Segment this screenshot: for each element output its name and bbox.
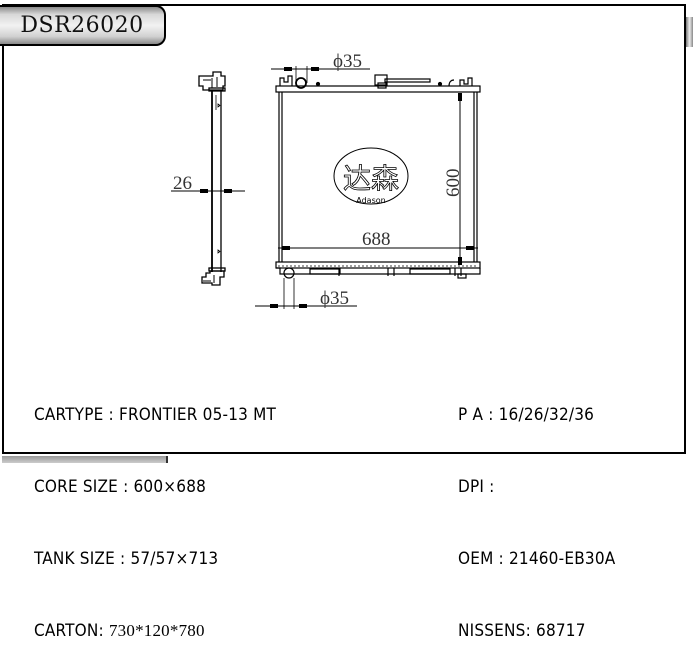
logo-brand: Adason	[356, 196, 385, 205]
thickness-label: 26	[173, 173, 192, 194]
spec-core-size: CORE SIZE : 600×688	[34, 477, 207, 497]
radiator-technical-drawing: 26 ϕ35	[171, 51, 481, 309]
front-view	[275, 74, 481, 279]
spec-nissens: NISSENS: 68717	[458, 621, 586, 641]
specs-left: CARTYPE : FRONTIER 05-13 MT CORE SIZE : …	[34, 355, 276, 667]
spec-pa: P A : 16/26/32/36	[458, 405, 595, 425]
part-number-tab: DSR26020	[0, 5, 166, 46]
thickness-dimension: 26	[171, 173, 245, 194]
width-label: 688	[362, 229, 391, 250]
adason-logo: 达森 Adason	[333, 147, 409, 205]
drawing-frame	[2, 4, 686, 454]
spec-tank-size: TANK SIZE : 57/57×713	[34, 549, 219, 569]
part-number: DSR26020	[20, 13, 144, 38]
bottom-pipe-dimension: ϕ35	[255, 278, 357, 309]
spec-dpi: DPI :	[458, 477, 500, 497]
top-pipe-label: ϕ35	[333, 51, 362, 72]
side-view	[198, 71, 226, 286]
height-label: 600	[443, 169, 464, 198]
spec-carton: CARTON: 730*120*780	[34, 621, 205, 641]
spec-oem: OEM : 21460-EB30A	[458, 549, 616, 569]
specs-right: P A : 16/26/32/36 DPI : OEM : 21460-EB30…	[458, 355, 615, 667]
bottom-pipe-label: ϕ35	[320, 288, 349, 309]
spec-cartype: CARTYPE : FRONTIER 05-13 MT	[34, 405, 277, 425]
logo-chinese: 达森	[343, 162, 399, 195]
height-dimension: 600	[443, 93, 464, 265]
top-pipe-dimension: ϕ35	[271, 51, 370, 83]
bottom-edge-tab	[2, 456, 168, 463]
width-dimension: 688	[278, 229, 478, 250]
right-edge-tab	[686, 17, 693, 47]
